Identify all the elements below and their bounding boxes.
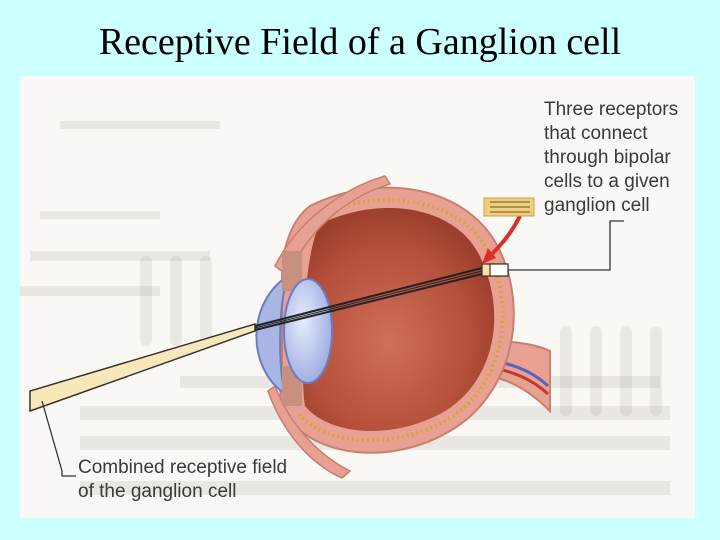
eye-diagram: Three receptors that connect through bip…	[20, 76, 695, 518]
callout-bottom-leader	[41, 400, 63, 472]
callout-top-line: that connect	[544, 123, 648, 144]
callout-top-line: cells to a given	[544, 171, 670, 192]
lens	[283, 278, 333, 384]
callout-top-line: through bipolar	[544, 147, 671, 168]
callout-receptive-field: Combined receptive field of the ganglion…	[78, 456, 378, 504]
callout-bottom-line: Combined receptive field	[78, 457, 288, 478]
retina-layer	[296, 198, 505, 443]
eyeball	[302, 207, 495, 432]
iris-top	[282, 251, 302, 291]
callout-bottom-line: of the ganglion cell	[78, 481, 237, 502]
receptive-field-beam	[29, 265, 491, 413]
slide-title: Receptive Field of a Ganglion cell	[98, 21, 622, 63]
receptor-thumbnail	[483, 197, 535, 217]
eye-illustration	[20, 121, 670, 495]
callout-top-line: ganglion cell	[544, 195, 650, 216]
callout-top-line: Three receptors	[544, 99, 679, 120]
callout-top-leader	[508, 220, 624, 271]
receptor-label-box	[489, 263, 509, 277]
lower-eyelid	[267, 384, 352, 479]
background-photoreceptors	[140, 256, 662, 416]
callout-receptors: Three receptors that connect through bip…	[544, 98, 694, 218]
